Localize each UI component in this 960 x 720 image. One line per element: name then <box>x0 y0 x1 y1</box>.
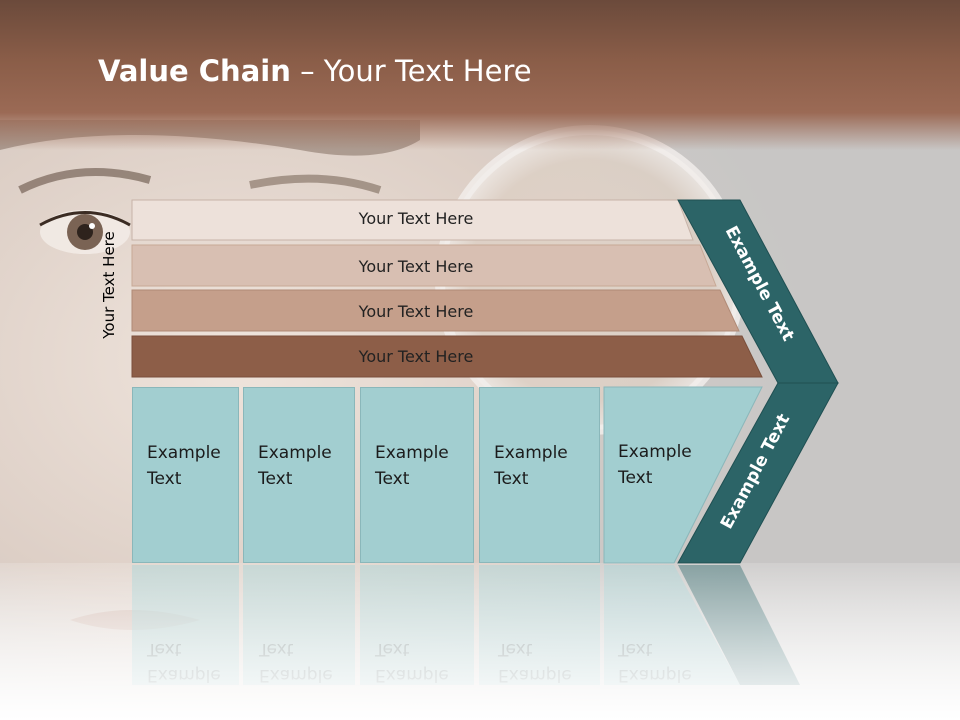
cell-2-line2: Text <box>258 469 293 489</box>
slide-title: Value Chain – Your Text Here <box>98 54 532 88</box>
cell-1-line2: Text <box>147 469 182 489</box>
cell-2-line1: Example <box>258 443 332 463</box>
bar-4-label: Your Text Here <box>358 347 474 366</box>
header-band <box>0 0 960 150</box>
bar-2 <box>131 244 717 287</box>
cell-1-line1: Example <box>147 443 221 463</box>
bar-1 <box>131 199 694 241</box>
bar-4 <box>131 335 763 378</box>
cell-4-line2: Text <box>494 469 529 489</box>
title-rest: – Your Text Here <box>290 54 532 88</box>
cell-4-line1: Example <box>494 443 568 463</box>
cell-3-line1: Example <box>375 443 449 463</box>
title-bold: Value Chain <box>98 54 291 88</box>
bar-2-label: Your Text Here <box>358 257 474 276</box>
bar-3-label: Your Text Here <box>358 302 474 321</box>
bar-1-label: Your Text Here <box>358 209 474 228</box>
cell-5-line2: Text <box>618 468 653 488</box>
bar-3 <box>131 289 740 332</box>
cell-5-line1: Example <box>618 442 692 462</box>
cell-3-line2: Text <box>375 469 410 489</box>
reflection: Example Text Example Text Example Text E… <box>0 563 960 720</box>
